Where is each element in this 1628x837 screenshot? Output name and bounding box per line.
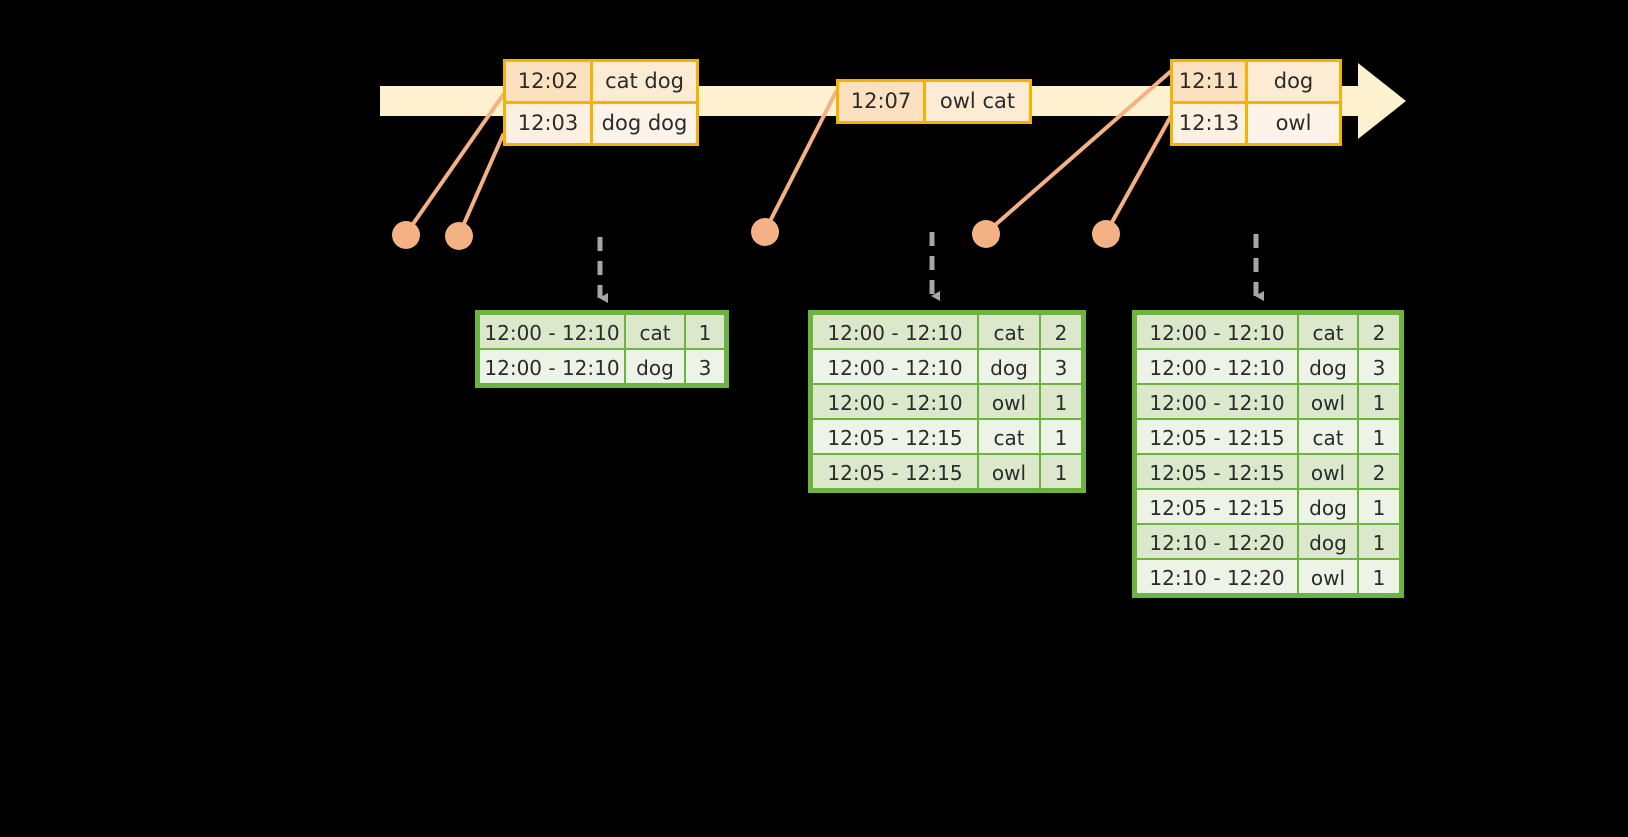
cell-count: 1 <box>1357 383 1401 420</box>
cell-window: 12:00 - 12:10 <box>1135 313 1299 350</box>
event-words: owl <box>1245 104 1339 143</box>
connector-line-5 <box>1104 114 1173 235</box>
table-row[interactable]: 12:00 - 12:10 cat 2 <box>1135 313 1401 350</box>
cell-window: 12:05 - 12:15 <box>1135 453 1299 490</box>
cell-word: dog <box>1297 488 1359 525</box>
table-row[interactable]: 12:00 - 12:10 owl 1 <box>811 383 1083 420</box>
marker-5 <box>1092 220 1120 248</box>
cell-count: 1 <box>684 313 726 350</box>
marker-2 <box>445 222 473 250</box>
event-time: 12:11 <box>1173 62 1245 101</box>
event-words: cat dog <box>590 62 696 101</box>
cell-word: owl <box>977 453 1041 490</box>
cell-count: 1 <box>1357 418 1401 455</box>
cell-window: 12:00 - 12:10 <box>1135 348 1299 385</box>
cell-window: 12:00 - 12:10 <box>1135 383 1299 420</box>
cell-window: 12:00 - 12:10 <box>478 313 626 350</box>
cell-word: owl <box>1297 383 1359 420</box>
event-row[interactable]: 12:07 owl cat <box>839 82 1029 121</box>
marker-1 <box>392 221 420 249</box>
cell-word: dog <box>977 348 1041 385</box>
cell-window: 12:00 - 12:10 <box>811 348 979 385</box>
table-row[interactable]: 12:00 - 12:10 dog 3 <box>811 348 1083 385</box>
cell-count: 3 <box>684 348 726 385</box>
result-table-1[interactable]: 12:00 - 12:10 cat 1 12:00 - 12:10 dog 3 <box>475 310 729 388</box>
cell-word: dog <box>1297 523 1359 560</box>
event-time: 12:13 <box>1173 104 1245 143</box>
cell-window: 12:05 - 12:15 <box>811 453 979 490</box>
event-time: 12:07 <box>839 82 923 121</box>
connector-line-2 <box>457 133 505 237</box>
cell-window: 12:00 - 12:10 <box>478 348 626 385</box>
table-row[interactable]: 12:05 - 12:15 dog 1 <box>1135 488 1401 525</box>
cell-word: cat <box>1297 418 1359 455</box>
cell-word: dog <box>624 348 686 385</box>
event-box-group-3[interactable]: 12:11 dog 12:13 owl <box>1170 59 1342 146</box>
event-markers <box>392 218 1120 250</box>
result-table-3[interactable]: 12:00 - 12:10 cat 2 12:00 - 12:10 dog 3 … <box>1132 310 1404 598</box>
cell-word: owl <box>1297 453 1359 490</box>
cell-word: cat <box>624 313 686 350</box>
event-box-group-2[interactable]: 12:07 owl cat <box>836 79 1032 124</box>
event-words: dog <box>1245 62 1339 101</box>
connector-line-1 <box>404 93 505 236</box>
table-row[interactable]: 12:05 - 12:15 cat 1 <box>811 418 1083 455</box>
table-row[interactable]: 12:10 - 12:20 owl 1 <box>1135 558 1401 595</box>
event-row[interactable]: 12:13 owl <box>1173 101 1339 143</box>
cell-word: cat <box>977 313 1041 350</box>
table-row[interactable]: 12:05 - 12:15 cat 1 <box>1135 418 1401 455</box>
cell-word: cat <box>977 418 1041 455</box>
cell-count: 1 <box>1357 558 1401 595</box>
event-row[interactable]: 12:02 cat dog <box>506 62 696 101</box>
cell-window: 12:05 - 12:15 <box>1135 418 1299 455</box>
event-box-group-1[interactable]: 12:02 cat dog 12:03 dog dog <box>503 59 699 146</box>
cell-word: owl <box>977 383 1041 420</box>
cell-window: 12:00 - 12:10 <box>811 313 979 350</box>
event-row[interactable]: 12:03 dog dog <box>506 101 696 143</box>
cell-word: cat <box>1297 313 1359 350</box>
table-row[interactable]: 12:00 - 12:10 owl 1 <box>1135 383 1401 420</box>
cell-count: 3 <box>1039 348 1083 385</box>
cell-window: 12:10 - 12:20 <box>1135 523 1299 560</box>
event-time: 12:03 <box>506 104 590 143</box>
result-table-2[interactable]: 12:00 - 12:10 cat 2 12:00 - 12:10 dog 3 … <box>808 310 1086 493</box>
table-row[interactable]: 12:00 - 12:10 cat 1 <box>478 313 726 350</box>
event-words: dog dog <box>590 104 696 143</box>
table-row[interactable]: 12:05 - 12:15 owl 2 <box>1135 453 1401 490</box>
cell-word: owl <box>1297 558 1359 595</box>
table-row[interactable]: 12:00 - 12:10 dog 3 <box>478 348 726 385</box>
event-row[interactable]: 12:11 dog <box>1173 62 1339 101</box>
connector-line-3 <box>763 90 838 233</box>
cell-count: 1 <box>1357 523 1401 560</box>
cell-window: 12:00 - 12:10 <box>811 383 979 420</box>
cell-count: 1 <box>1039 453 1083 490</box>
marker-4 <box>972 220 1000 248</box>
cell-count: 2 <box>1357 313 1401 350</box>
cell-word: dog <box>1297 348 1359 385</box>
table-row[interactable]: 12:00 - 12:10 dog 3 <box>1135 348 1401 385</box>
event-time: 12:02 <box>506 62 590 101</box>
cell-count: 2 <box>1357 453 1401 490</box>
result-flow-arrows <box>597 232 1264 303</box>
table-row[interactable]: 12:05 - 12:15 owl 1 <box>811 453 1083 490</box>
cell-count: 2 <box>1039 313 1083 350</box>
marker-3 <box>751 218 779 246</box>
table-row[interactable]: 12:10 - 12:20 dog 1 <box>1135 523 1401 560</box>
event-words: owl cat <box>923 82 1029 121</box>
cell-window: 12:05 - 12:15 <box>1135 488 1299 525</box>
cell-count: 1 <box>1039 383 1083 420</box>
cell-count: 1 <box>1039 418 1083 455</box>
cell-count: 3 <box>1357 348 1401 385</box>
cell-window: 12:10 - 12:20 <box>1135 558 1299 595</box>
cell-window: 12:05 - 12:15 <box>811 418 979 455</box>
cell-count: 1 <box>1357 488 1401 525</box>
table-row[interactable]: 12:00 - 12:10 cat 2 <box>811 313 1083 350</box>
